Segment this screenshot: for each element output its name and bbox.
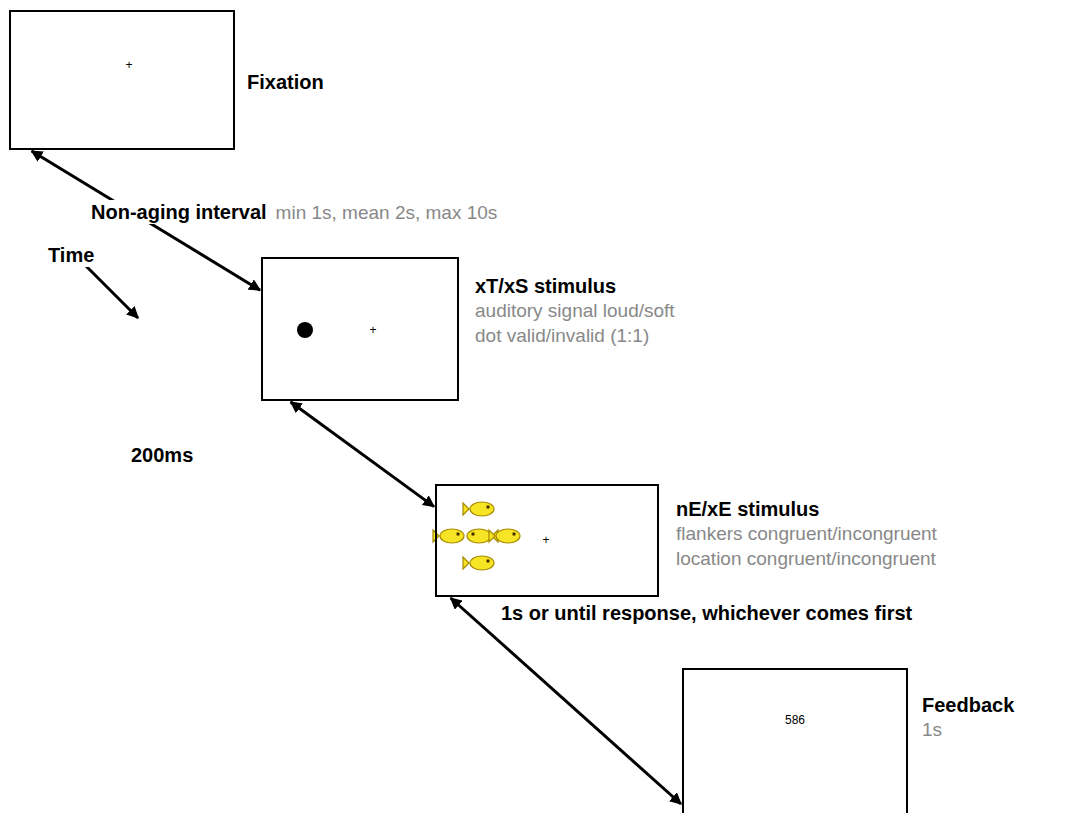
screen-title: Feedback (922, 693, 1014, 717)
screen-frame: +Fixation (9, 10, 235, 150)
screen-frame: +xT/xS stimulusauditory signal loud/soft… (261, 257, 459, 401)
axis-label: Time (48, 243, 94, 267)
screen-frame: 586Feedback1s (682, 668, 908, 813)
interval-arrow (291, 402, 434, 507)
timing-detail: min 1s, mean 2s, max 10s (276, 200, 498, 225)
screen-note: flankers congruent/incongruent (676, 521, 937, 546)
screen-content: + (369, 324, 376, 336)
screen-note: 1s (922, 717, 1014, 742)
screen-note: location congruent/incongruent (676, 546, 937, 571)
interval-label: 200ms (128, 443, 196, 467)
interval-label: 1s or until response, whichever comes fi… (498, 601, 915, 625)
screen-note: auditory signal loud/soft (475, 298, 675, 323)
cue-dot (297, 322, 313, 338)
screen-annotation: nE/xE stimulusflankers congruent/incongr… (676, 497, 937, 571)
screen-title: xT/xS stimulus (475, 274, 675, 298)
screen-title: nE/xE stimulus (676, 497, 937, 521)
screen-annotation: Feedback1s (922, 693, 1014, 742)
interval-label: Non-aging interval (88, 200, 270, 224)
screen-content: + (542, 534, 549, 546)
screen-annotation: xT/xS stimulusauditory signal loud/softd… (475, 274, 675, 348)
interval-arrow (451, 598, 681, 804)
screen-title: Fixation (247, 70, 324, 94)
screen-content: 586 (785, 714, 805, 726)
screen-frame: +nE/xE stimulusflankers congruent/incong… (435, 484, 659, 597)
fish-flankers (433, 502, 520, 570)
time-arrow (84, 264, 138, 318)
screen-content: + (125, 59, 132, 71)
screen-annotation: Fixation (247, 70, 324, 94)
screen-note: dot valid/invalid (1:1) (475, 323, 675, 348)
